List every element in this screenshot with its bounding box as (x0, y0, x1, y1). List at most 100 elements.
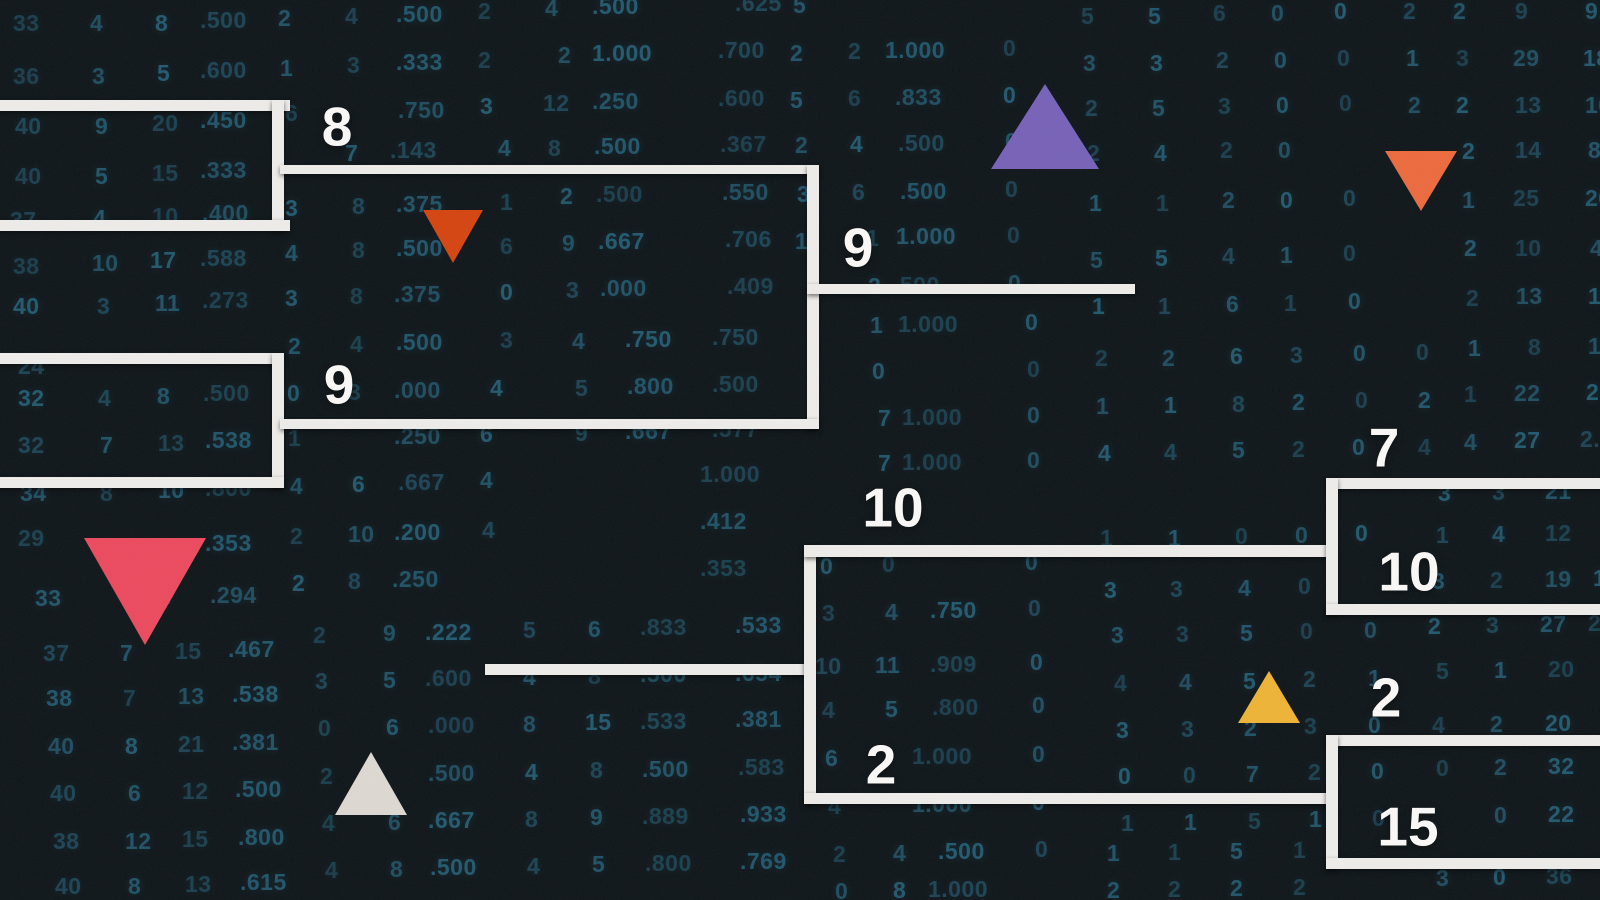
bg-number: 4 (850, 131, 864, 158)
bg-number: 3 (1083, 50, 1097, 77)
bg-number: 3 (822, 600, 836, 627)
bg-number: 2 (1216, 47, 1230, 74)
bg-number: .533 (640, 708, 687, 735)
bg-number: 0 (1028, 595, 1042, 622)
bg-number: 0 (1337, 45, 1351, 72)
bg-number: 13 (158, 430, 185, 457)
bg-number: 3 (1181, 716, 1195, 743)
bg-number: 2 (1222, 187, 1236, 214)
bg-number: 2 (1456, 92, 1470, 119)
bg-number: 12 (182, 778, 209, 805)
bg-number: 2 (1453, 0, 1467, 25)
bracket-line (280, 419, 819, 429)
bg-number: 3 (480, 93, 494, 120)
bg-number: 1.000 (700, 461, 761, 488)
bg-number: 6 (352, 471, 366, 498)
bg-number: 2 (1220, 137, 1234, 164)
bg-number: 40 (55, 873, 82, 900)
bracket-line (0, 353, 284, 364)
bg-number: 10 (92, 250, 119, 277)
bracket-line (1326, 735, 1600, 746)
bg-number: 14 (1515, 137, 1542, 164)
bracket-line (804, 545, 1334, 557)
bg-number: 37 (43, 640, 70, 667)
bg-number: 5 (1152, 95, 1166, 122)
bg-number: 1.000 (896, 223, 957, 250)
bg-number: 5 (1148, 3, 1162, 30)
bg-number: 3 (1170, 576, 1184, 603)
bg-number: 0 (1353, 340, 1367, 367)
bg-number: 4 (822, 697, 836, 724)
bg-number: 1 (1164, 392, 1178, 419)
bg-number: 2 (1292, 436, 1306, 463)
bg-number: 0 (1025, 309, 1039, 336)
bg-number: 15 (152, 160, 179, 187)
bg-number: 2 (790, 40, 804, 67)
bg-number: 15 (182, 826, 209, 853)
bg-number: .409 (727, 273, 774, 300)
bg-number: .500 (712, 371, 759, 398)
bg-number: .000 (394, 377, 441, 404)
bg-number: .450 (200, 107, 247, 134)
bg-number: 3 (1456, 45, 1470, 72)
bg-number: 4 (1179, 669, 1193, 696)
bg-number: 5 (157, 60, 171, 87)
bg-number: 12 (125, 828, 152, 855)
bg-number: 1 (1156, 190, 1170, 217)
bg-number: 2 (1494, 754, 1508, 781)
bg-number: 0 (1276, 92, 1290, 119)
bg-number: 12 (1545, 520, 1572, 547)
bg-number: 1.000 (902, 449, 963, 476)
bg-number: 0 (1271, 0, 1285, 27)
bg-number: 4 (1154, 140, 1168, 167)
bg-number: 3 (1436, 865, 1450, 892)
bg-number: 38 (13, 253, 40, 280)
bg-number: .550 (722, 179, 769, 206)
bg-number: 2 (795, 132, 809, 159)
bg-number: 8 (352, 237, 366, 264)
bg-number: .222 (425, 619, 472, 646)
bracket-line (280, 165, 819, 174)
bg-number: 1 (870, 312, 884, 339)
bg-number: .500 (428, 760, 475, 787)
bracket-line (1326, 478, 1338, 615)
bg-number: 4 (498, 135, 512, 162)
bg-number: 2 (1168, 876, 1182, 900)
bg-number: 1.000 (902, 404, 963, 431)
bg-number: 7 (1246, 761, 1260, 788)
bg-number: 4 (1590, 235, 1600, 262)
bg-number: 4 (1238, 575, 1252, 602)
bg-number: 4 (345, 3, 359, 30)
bg-number: .833 (895, 84, 942, 111)
triangle-down-icon (1385, 151, 1457, 211)
bg-number: 2 (1308, 759, 1322, 786)
triangle-up-icon (1238, 671, 1300, 723)
bg-number: 1.000 (898, 311, 959, 338)
bg-number: 2 (1408, 92, 1422, 119)
bg-number: 40 (15, 113, 42, 140)
bg-number: 8 (352, 193, 366, 220)
bg-number: 0 (1436, 755, 1450, 782)
bg-number: .538 (205, 427, 252, 454)
bracket-line (804, 545, 816, 804)
bg-number: .667 (428, 807, 475, 834)
bg-number: .706 (725, 226, 772, 253)
bg-number: .500 (900, 178, 947, 205)
bg-number: 2 (278, 5, 292, 32)
bg-number: 9 (590, 804, 604, 831)
bg-number: 2 (313, 622, 327, 649)
bg-number: 0 (1364, 617, 1378, 644)
bg-number: 4 (90, 10, 104, 37)
bg-number: 9 (383, 620, 397, 647)
bg-number: .500 (203, 380, 250, 407)
bg-number: 3 (347, 52, 361, 79)
bg-number: .500 (898, 130, 945, 157)
bg-number: 1 (1284, 290, 1298, 317)
bg-number: 4 (1114, 670, 1128, 697)
bg-number: .500 (396, 1, 443, 28)
bracket-line (1326, 735, 1338, 869)
bg-number: 13 (185, 871, 212, 898)
seed-label: 9 (842, 216, 874, 279)
bg-number: 0 (1371, 758, 1385, 785)
bg-number: .667 (398, 469, 445, 496)
